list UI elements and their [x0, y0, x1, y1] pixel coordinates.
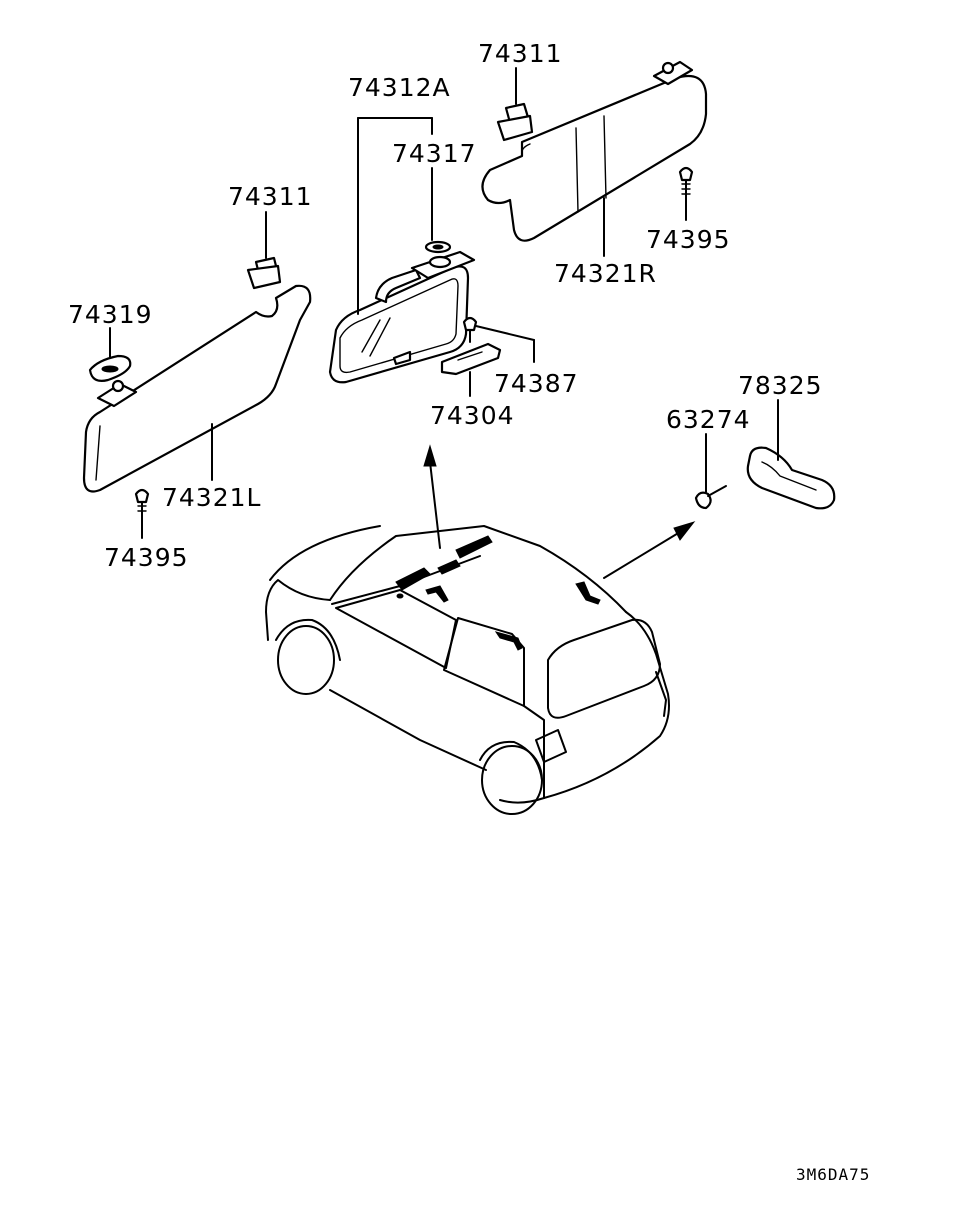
vehicle-outline: [265, 525, 670, 815]
label-74321r: 74321R: [554, 259, 657, 288]
label-74395-right: 74395: [646, 225, 731, 254]
label-74304: 74304: [430, 401, 515, 430]
label-74387: 74387: [494, 369, 579, 398]
visor-pivot-left: [96, 379, 138, 408]
assist-grip: [746, 446, 836, 510]
diagram-code: 3M6DA75: [796, 1165, 870, 1184]
visor-pivot-right: [652, 60, 694, 86]
arrow-to-mirror: [423, 444, 441, 549]
label-74321l: 74321L: [162, 483, 261, 512]
screw-grip: [694, 485, 727, 510]
room-mirror: [328, 250, 476, 384]
sun-visor-left: [82, 284, 312, 493]
mirror-bracket: [440, 342, 502, 376]
visor-holder-left: [88, 354, 132, 382]
visor-clip-right: [496, 102, 534, 142]
label-74319: 74319: [68, 300, 153, 329]
visor-clip-left: [246, 256, 282, 290]
sun-visor-right: [481, 74, 708, 242]
label-78325: 78325: [738, 371, 823, 400]
leader-lines: [109, 67, 779, 539]
label-74312a: 74312A: [348, 73, 451, 102]
label-74311-right: 74311: [478, 39, 563, 68]
label-74317: 74317: [392, 139, 477, 168]
label-74311-left: 74311: [228, 182, 313, 211]
screw-left: [134, 488, 150, 519]
arrow-to-grip: [603, 521, 696, 579]
screw-mirror: [462, 316, 478, 343]
screw-right: [678, 166, 694, 199]
label-74395-left: 74395: [104, 543, 189, 572]
mirror-cover: [424, 240, 452, 254]
label-63274: 63274: [666, 405, 751, 434]
